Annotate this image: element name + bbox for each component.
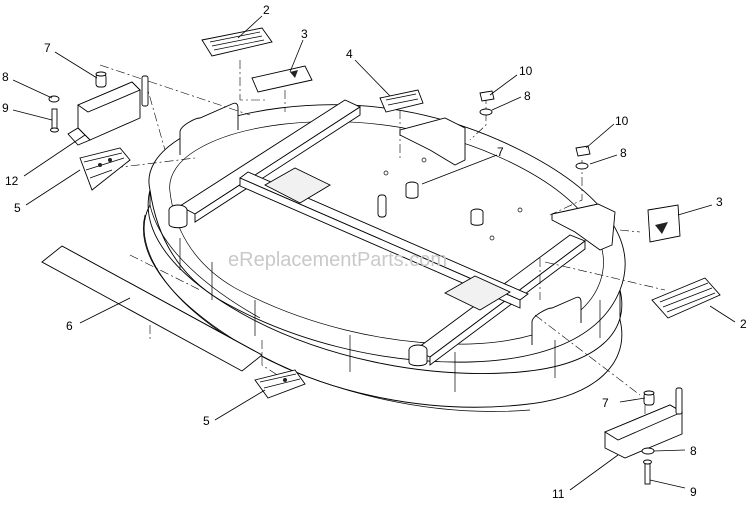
callout-10-b: 10 — [615, 114, 629, 128]
nut-10-b — [575, 145, 591, 157]
bolt-9-bottom — [643, 459, 652, 485]
assembly-lines — [96, 60, 666, 450]
callout-9-bottom: 9 — [690, 485, 697, 499]
decal-2-top — [201, 27, 273, 57]
callout-8-bottom: 8 — [690, 444, 697, 458]
decal-3-top — [251, 65, 313, 93]
washer-8-b — [575, 162, 589, 170]
callout-10-a: 10 — [519, 64, 533, 78]
washer-8-a — [479, 108, 493, 116]
callouts: 2 3 4 7 8 9 12 5 10 8 7 10 8 3 2 6 5 7 8… — [2, 3, 747, 501]
decal-2-right — [651, 277, 721, 319]
callout-6: 6 — [66, 319, 73, 333]
deflector-shields — [399, 117, 616, 251]
decal-5-left — [79, 147, 131, 191]
bracket-12 — [67, 75, 149, 146]
decal-5-bottom — [254, 369, 306, 399]
bracket-11 — [604, 387, 683, 459]
callout-4: 4 — [346, 47, 353, 61]
callout-7-top: 7 — [44, 41, 51, 55]
decal-4 — [379, 89, 424, 113]
callout-8-left: 8 — [2, 70, 9, 84]
callout-7-bottom: 7 — [602, 396, 609, 410]
callout-3-right: 3 — [716, 195, 723, 209]
callout-2-top: 2 — [263, 3, 270, 17]
callout-5-bottom: 5 — [203, 414, 210, 428]
callout-3-top: 3 — [301, 27, 308, 41]
callout-12: 12 — [5, 174, 19, 188]
callout-9-left: 9 — [2, 101, 9, 115]
callout-8-a: 8 — [524, 89, 531, 103]
watermark: eReplacementParts.com — [228, 249, 447, 271]
deck-braces — [168, 99, 586, 367]
decal-3-right — [647, 204, 681, 243]
callout-8-b: 8 — [620, 146, 627, 160]
callout-5-left: 5 — [14, 201, 21, 215]
leader-lines — [12, 15, 736, 491]
bolt-9-left — [50, 108, 59, 133]
callout-2-right: 2 — [740, 317, 747, 331]
washer-8-bottom — [641, 447, 655, 455]
baffle-6 — [41, 245, 263, 372]
callout-11: 11 — [552, 487, 565, 501]
callout-7-mid: 7 — [497, 145, 504, 159]
spacer-7-bottom — [643, 390, 655, 406]
nut-10-a — [479, 90, 495, 102]
spacer-7-top — [95, 71, 107, 88]
